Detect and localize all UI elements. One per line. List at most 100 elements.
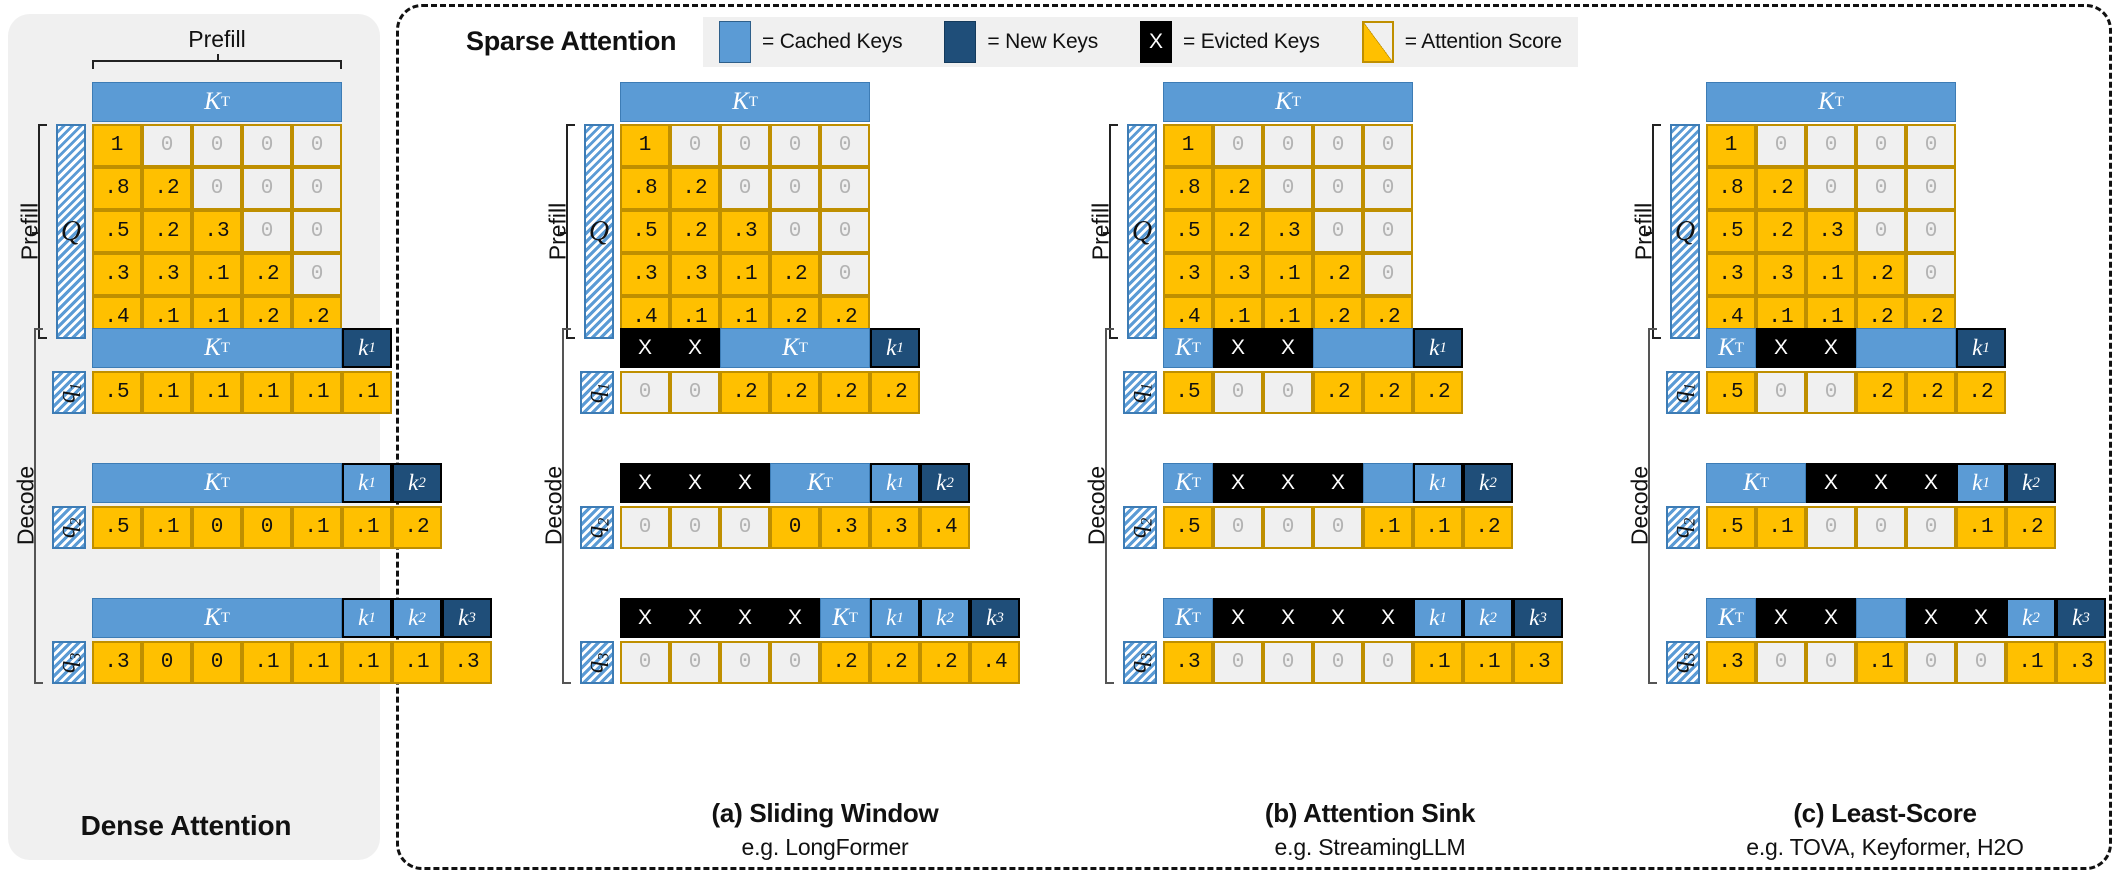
attention-sink-decode3-evicted-x-icon: X bbox=[1230, 606, 1245, 629]
attention-sink-prefill-cell-r0-c4: 0 bbox=[1363, 124, 1413, 167]
dense-decode3-cell-c6: .1 bbox=[392, 641, 442, 684]
sliding-window-decode3-cell-c5: .2 bbox=[870, 641, 920, 684]
least-score-decode2-cell-c4: 0 bbox=[1906, 506, 1956, 549]
dense-decode2-cell-c1: .1 bbox=[142, 506, 192, 549]
legend-label-evicted-keys: = Evicted Keys bbox=[1183, 30, 1320, 53]
attention-sink-prefill-cell-r3-c2: .1 bbox=[1263, 253, 1313, 296]
sliding-window-decode2-cell-c4: .3 bbox=[820, 506, 870, 549]
least-score-decode2-cell-c3: 0 bbox=[1856, 506, 1906, 549]
attention-sink-decode1-cell-c3: .2 bbox=[1313, 371, 1363, 414]
least-score-decode1-kt-bar-2 bbox=[1856, 328, 1956, 368]
attention-sink-prefill-cell-r2-c3: 0 bbox=[1313, 210, 1363, 253]
sliding-window-prefill-cell-r3-c4: 0 bbox=[820, 253, 870, 296]
attention-sink-prefill-cell-r2-c0: .5 bbox=[1163, 210, 1213, 253]
least-score-decode3-evicted-x-icon: X bbox=[1973, 606, 1988, 629]
dense-decode1-cell-c2: .1 bbox=[192, 371, 242, 414]
attention-sink-decode3-cell-c2: 0 bbox=[1263, 641, 1313, 684]
least-score-decode3-evicted-x-icon: X bbox=[1773, 606, 1788, 629]
dense-decode2-cell-c2: 0 bbox=[192, 506, 242, 549]
sliding-window-decode3-evicted-x-icon: X bbox=[737, 606, 752, 629]
attention-sink-prefill-cell-r1-c2: 0 bbox=[1263, 167, 1313, 210]
least-score-decode3-kt-bar-2 bbox=[1856, 598, 1906, 638]
sliding-window-decode2-q-block: q2 bbox=[580, 506, 614, 549]
legend: = Cached Keys = New Keys X = Evicted Key… bbox=[703, 17, 1578, 67]
panel-caption-title-b: (b) Attention Sink bbox=[1264, 798, 1476, 828]
least-score-prefill-side-label: Prefill bbox=[1630, 202, 1657, 260]
attention-sink-decode1-cell-c4: .2 bbox=[1363, 371, 1413, 414]
attention-sink-prefill-cell-r0-c3: 0 bbox=[1313, 124, 1363, 167]
least-score-decode3-cell-c3: .1 bbox=[1856, 641, 1906, 684]
sliding-window-prefill-cell-r2-c3: 0 bbox=[770, 210, 820, 253]
least-score-prefill-cell-r2-c3: 0 bbox=[1856, 210, 1906, 253]
dense-decode1-cell-c1: .1 bbox=[142, 371, 192, 414]
least-score-prefill-cell-r3-c1: .3 bbox=[1756, 253, 1806, 296]
sliding-window-prefill-cell-r1-c3: 0 bbox=[770, 167, 820, 210]
dense-prefill-cell-r2-c2: .3 bbox=[192, 210, 242, 253]
attention-sink-decode2-cell-c6: .2 bbox=[1463, 506, 1513, 549]
least-score-prefill-cell-r2-c4: 0 bbox=[1906, 210, 1956, 253]
least-score-decode1-evicted-x-icon: X bbox=[1773, 336, 1788, 359]
sliding-window-decode3-evicted-x-icon: X bbox=[637, 606, 652, 629]
panel-caption-attention-sink: (b) Attention Sink e.g. StreamingLLM bbox=[1105, 798, 1635, 861]
sliding-window-decode2-evicted-x-icon: X bbox=[687, 471, 702, 494]
attention-sink-prefill-cell-r0-c0: 1 bbox=[1163, 124, 1213, 167]
dense-decode-side-bracket bbox=[28, 328, 43, 684]
sliding-window-prefill-cell-r3-c1: .3 bbox=[670, 253, 720, 296]
attention-sink-prefill-cell-r3-c1: .3 bbox=[1213, 253, 1263, 296]
sliding-window-prefill-cell-r0-c4: 0 bbox=[820, 124, 870, 167]
sliding-window-decode1-evicted-x-icon: X bbox=[637, 336, 652, 359]
attention-sink-decode1-cell-c0: .5 bbox=[1163, 371, 1213, 414]
attention-sink-decode2-evicted-x-icon: X bbox=[1230, 471, 1245, 494]
panel-caption-sub-c: e.g. TOVA, Keyformer, H2O bbox=[1746, 834, 2024, 860]
least-score-decode1-cell-c3: .2 bbox=[1856, 371, 1906, 414]
sliding-window-decode1-evicted-x-icon: X bbox=[687, 336, 702, 359]
least-score-decode3-cell-c7: .3 bbox=[2056, 641, 2106, 684]
least-score-prefill-cell-r2-c2: .3 bbox=[1806, 210, 1856, 253]
attention-sink-decode3-cell-c0: .3 bbox=[1163, 641, 1213, 684]
sliding-window-decode1-cell-c5: .2 bbox=[870, 371, 920, 414]
least-score-decode2-cell-c0: .5 bbox=[1706, 506, 1756, 549]
sliding-window-decode3-cell-c7: .4 bbox=[970, 641, 1020, 684]
sliding-window-prefill-cell-r1-c2: 0 bbox=[720, 167, 770, 210]
panel-caption-sub-b: e.g. StreamingLLM bbox=[1274, 834, 1466, 860]
new-keys-swatch-icon bbox=[944, 21, 977, 63]
sliding-window-decode3-cell-c2: 0 bbox=[720, 641, 770, 684]
sliding-window-decode2-cell-c0: 0 bbox=[620, 506, 670, 549]
dense-prefill-cell-r0-c4: 0 bbox=[292, 124, 342, 167]
sliding-window-decode1-cell-c0: 0 bbox=[620, 371, 670, 414]
dense-prefill-cell-r1-c0: .8 bbox=[92, 167, 142, 210]
attention-sink-decode1-q-block: q1 bbox=[1123, 371, 1157, 414]
dense-decode2-cell-c6: .2 bbox=[392, 506, 442, 549]
least-score-decode2-cell-c2: 0 bbox=[1806, 506, 1856, 549]
sliding-window-prefill-cell-r3-c0: .3 bbox=[620, 253, 670, 296]
sliding-window-decode2-cell-c3: 0 bbox=[770, 506, 820, 549]
least-score-prefill-cell-r1-c4: 0 bbox=[1906, 167, 1956, 210]
attention-sink-prefill-side-label: Prefill bbox=[1087, 202, 1114, 260]
sliding-window-decode2-evicted-x-icon: X bbox=[637, 471, 652, 494]
dense-prefill-cell-r0-c1: 0 bbox=[142, 124, 192, 167]
evicted-keys-swatch-icon: X bbox=[1140, 21, 1173, 63]
dense-decode2-cell-c5: .1 bbox=[342, 506, 392, 549]
attention-sink-prefill-cell-r2-c2: .3 bbox=[1263, 210, 1313, 253]
sliding-window-decode2-cell-c2: 0 bbox=[720, 506, 770, 549]
least-score-decode1-cell-c4: .2 bbox=[1906, 371, 1956, 414]
sliding-window-decode2-cell-c1: 0 bbox=[670, 506, 720, 549]
sliding-window-prefill-cell-r2-c1: .2 bbox=[670, 210, 720, 253]
